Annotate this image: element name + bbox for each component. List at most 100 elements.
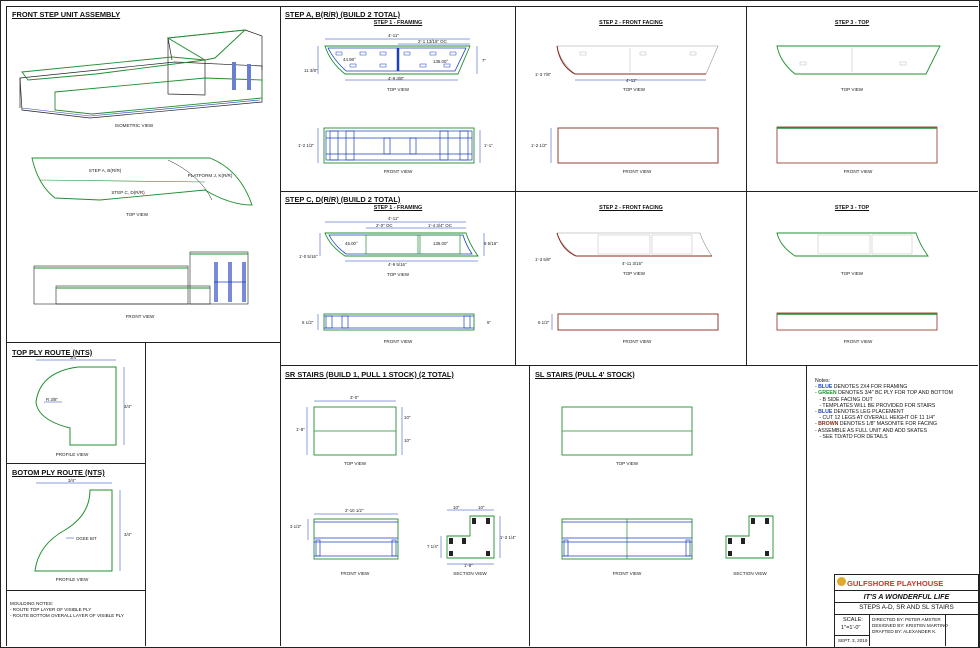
step-cd-step1-title: STEP 1 - FRAMING — [373, 205, 423, 211]
step-cd-facing-depth: 1'-3 5/8" — [535, 257, 552, 262]
step-ab-angle-right: 135.00° — [433, 59, 449, 64]
sl-stairs-top — [561, 406, 693, 456]
step-ab-step2-title: STEP 2 - FRONT FACING — [599, 20, 663, 26]
step-cd-depth-left: 1'-0 5/16" — [299, 254, 318, 259]
step-ab-top-top-view: TOP VIEW — [840, 87, 864, 92]
scale-label: SCALE: — [843, 617, 863, 623]
step-ab-depth-right: 7" — [482, 58, 487, 63]
sl-stairs-front — [561, 518, 693, 560]
sr-width: 3'-0" — [350, 395, 359, 400]
sr-half-1: 10" — [404, 415, 411, 420]
sr-sec-top-1: 10" — [453, 505, 460, 510]
sr-half-2: 10" — [404, 438, 411, 443]
note-item: - GREEN DENOTES 3/4" BC PLY FOR TOP AND … — [815, 390, 953, 397]
bottom-ply-profile — [34, 482, 121, 572]
step-ab-oc: 2'-1 13/16" OC — [418, 39, 447, 44]
note-color-key: BLUE — [818, 384, 833, 391]
step-cd-facing-top — [556, 232, 713, 257]
step-cd-depth-right: 8 5/16" — [484, 241, 498, 246]
note-item: - TEMPLATES WILL BE PROVIDED FOR STAIRS — [815, 402, 936, 409]
sr-stairs-section — [440, 509, 501, 565]
step-ab-framing-front — [317, 127, 481, 164]
moulding-note-2: - ROUTE BOTTOM OVERALL LAYER OF VISIBLE … — [10, 613, 124, 618]
step-cd-framing-top — [319, 221, 485, 262]
step-ab-facing-height: 1'-2 1/2" — [531, 143, 548, 148]
divider-v-r2 — [746, 6, 747, 365]
step-ab-framing-top — [317, 38, 478, 81]
top-ply-title: TOP PLY ROUTE (NTS) — [12, 348, 93, 357]
divider-h-left2 — [6, 463, 145, 464]
bottom-ply-dim-height: 3/4" — [124, 532, 132, 537]
sr-sec-height: 1'-3 1/4" — [500, 535, 517, 540]
note-item: - BLUE DENOTES 2X4 FOR FRAMING — [815, 384, 908, 391]
step-cd-framing-front — [317, 313, 475, 331]
step-cd-angle-left: 45.00° — [345, 241, 358, 246]
step-ab-angle-left: 44.98° — [343, 57, 356, 62]
drawing-date: SEPT. 3, 2019 — [838, 638, 868, 643]
bottom-ply-dim-width: 3/4" — [68, 478, 76, 483]
divider-v-notes — [806, 365, 807, 646]
step-ab-depth-left: 11 3/8" — [304, 68, 318, 73]
divider-h-left3 — [6, 590, 145, 591]
sl-front-view: FRONT VIEW — [612, 571, 642, 576]
step-cd-facing-top-view: TOP VIEW — [622, 271, 646, 276]
step-ab-top-top — [776, 45, 941, 75]
step-cd-facing-height: 6 1/2" — [538, 320, 550, 325]
bottom-ply-title: BOTOM PLY ROUTE (NTS) — [12, 468, 105, 477]
sl-stairs-title: SL STAIRS (PULL 4' STOCK) — [535, 370, 635, 379]
assembly-front-view-label: FRONT VIEW — [125, 314, 155, 319]
divider-v-left — [145, 342, 146, 646]
note-color-key: BROWN — [818, 421, 839, 428]
step-cd-width-top: 4'-11" — [388, 216, 399, 221]
step-cd-oc-left: 2'-0" OC — [376, 223, 393, 228]
theatre-name: GULFSHORE PLAYHOUSE — [847, 579, 944, 588]
directed-by: DIRECTED BY: PETER AMSTER — [872, 617, 941, 622]
step-ab-facing-front-view: FRONT VIEW — [622, 169, 652, 174]
sr-front-height: 3 1/2" — [290, 524, 302, 529]
sheet-outer-line — [6, 6, 978, 7]
front-step-title: FRONT STEP UNIT ASSEMBLY — [12, 10, 121, 19]
sr-stairs-front — [307, 513, 399, 560]
step-ab-height-right: 1'-1" — [484, 143, 493, 148]
sheet-name: STEPS A-D, SR AND SL STAIRS — [859, 604, 954, 611]
note-item: - SEE TD/ATD FOR DETAILS — [815, 433, 888, 440]
divider-v-r1 — [515, 6, 516, 365]
step-cd-step2-title: STEP 2 - FRONT FACING — [599, 205, 663, 211]
sr-front-width: 2'-10 1/2" — [345, 508, 364, 513]
sl-stairs-section — [725, 515, 774, 559]
step-cd-oc-right: 1'-4 3/4" OC — [428, 223, 452, 228]
title-block: GULFSHORE PLAYHOUSE IT'S A WONDERFUL LIF… — [834, 574, 979, 648]
step-cd-width-bottom: 4'-9 5/16" — [388, 262, 407, 267]
sr-depth: 1'-8" — [296, 427, 305, 432]
step-ab-facing-front — [550, 127, 719, 164]
assembly-front-view — [33, 251, 249, 305]
bottom-ply-ogee: OGEE BIT — [76, 536, 97, 541]
step-cd-height-left: 6 1/2" — [302, 320, 314, 325]
divider-h-left1 — [6, 342, 280, 343]
top-ply-profile — [35, 359, 125, 446]
designed-by: DESIGNED BY: KRISTEN MARTINO — [872, 623, 948, 628]
sr-stairs-title: SR STAIRS (BUILD 1, PULL 1 STOCK) (2 TOT… — [285, 370, 454, 379]
step-ab-title: STEP A, B(R/R) (BUILD 2 TOTAL) — [285, 10, 401, 19]
note-color-key: GREEN — [818, 390, 837, 397]
step-ab-facing-top-view: TOP VIEW — [622, 87, 646, 92]
step-cd-height-right: 5" — [487, 320, 492, 325]
note-color-key: BLUE — [818, 409, 833, 416]
step-ab-step3-title: STEP 3 - TOP — [834, 20, 870, 26]
step-ab-top-front — [776, 126, 938, 164]
note-item: - BLUE DENOTES LEG PLACEMENT — [815, 409, 904, 416]
note-item: - BROWN DENOTES 1/8" MASONITE FOR FACING — [815, 421, 938, 428]
step-cd-top-front-view: FRONT VIEW — [843, 339, 873, 344]
sr-section-view: SECTION VIEW — [453, 571, 487, 576]
label-platform-jk: PLATFORM J, K(R/R) — [187, 173, 233, 178]
step-cd-framing-top-view: TOP VIEW — [386, 272, 410, 277]
divider-h-right2 — [280, 365, 978, 366]
step-cd-angle-right: 135.00° — [433, 241, 449, 246]
step-ab-framing-front-view: FRONT VIEW — [383, 169, 413, 174]
show-title: IT'S A WONDERFUL LIFE — [863, 592, 950, 601]
step-cd-facing-front-view: FRONT VIEW — [622, 339, 652, 344]
step-ab-height-left: 1'-2 1/2" — [298, 143, 315, 148]
notes-heading: Notes: — [815, 378, 830, 384]
step-ab-facing-depth: 1'-3 7/8" — [535, 72, 552, 77]
isometric-view-label: ISOMETRIC VIEW — [114, 123, 154, 128]
